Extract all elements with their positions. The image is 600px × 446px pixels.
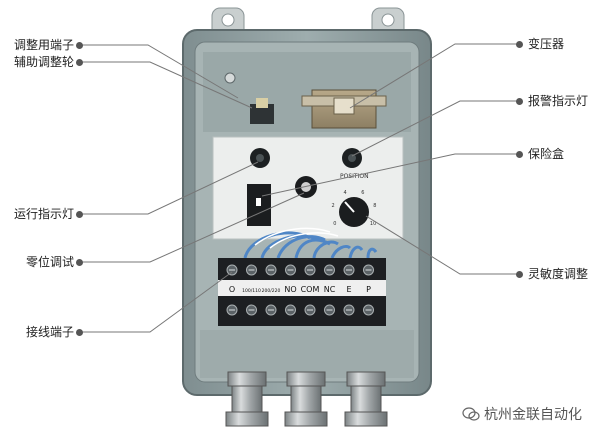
terminal-label: COM xyxy=(301,285,320,294)
cable-gland-center xyxy=(284,371,328,427)
label-fuse-box: 保险盒 xyxy=(528,147,565,161)
callout-lines xyxy=(80,43,520,333)
label-terminal-block: 接线端子 xyxy=(25,325,74,339)
screw-icon xyxy=(224,72,236,84)
callout-dot xyxy=(76,259,83,266)
terminal-label: NO xyxy=(284,285,296,294)
label-aux-adjust-wheel: 辅助调整轮 xyxy=(13,55,74,69)
label-run-indicator: 运行指示灯 xyxy=(13,207,74,221)
zero-adjust-knob xyxy=(295,176,317,198)
terminal-screws-bottom xyxy=(226,304,374,316)
dial-number: 2 xyxy=(332,203,335,209)
label-alarm-indicator: 报警指示灯 xyxy=(528,94,589,108)
label-adjust-terminal: 调整用端子 xyxy=(13,38,74,52)
callout-dot xyxy=(76,211,83,218)
callout-dot xyxy=(516,41,523,48)
watermark-text: 杭州金联自动化 xyxy=(484,407,582,423)
terminal-label: NC xyxy=(324,285,336,294)
watermark: 杭州金联自动化 xyxy=(462,404,582,424)
terminal-label: E xyxy=(346,285,351,294)
callout-dot xyxy=(76,59,83,66)
terminal-label: 200/220 xyxy=(262,288,281,294)
label-transformer: 变压器 xyxy=(528,37,565,51)
callout-dot xyxy=(76,42,83,49)
run-indicator-light xyxy=(250,148,270,168)
dial-scale: 0 2 4 6 8 10 xyxy=(332,190,377,227)
transformer xyxy=(301,89,387,129)
terminal-label: 100/110 xyxy=(242,288,261,294)
terminal-label: P xyxy=(366,285,371,294)
position-label: POSITION xyxy=(340,173,369,180)
callout-dot xyxy=(516,151,523,158)
adjust-terminal xyxy=(250,98,274,124)
callout-dot xyxy=(516,98,523,105)
wechat-icon xyxy=(462,407,480,421)
label-zero-test: 零位调试 xyxy=(25,255,74,269)
terminal-label: O xyxy=(229,285,235,294)
dial-number: 6 xyxy=(361,190,364,196)
alarm-indicator-light xyxy=(342,148,362,168)
sensitivity-dial: 0 2 4 6 8 10 xyxy=(332,190,377,227)
callout-dot xyxy=(516,271,523,278)
label-sensitivity-adjust: 灵敏度调整 xyxy=(528,267,589,281)
terminal-screws-top xyxy=(226,264,374,276)
cable-gland-right xyxy=(344,371,388,427)
dial-number: 8 xyxy=(373,203,376,209)
dial-number: 4 xyxy=(344,190,347,196)
cable-gland-left xyxy=(225,371,269,427)
dial-number: 0 xyxy=(333,221,336,227)
fuse-holder xyxy=(247,184,271,226)
dial-number: 10 xyxy=(370,221,376,227)
callout-dot xyxy=(76,329,83,336)
